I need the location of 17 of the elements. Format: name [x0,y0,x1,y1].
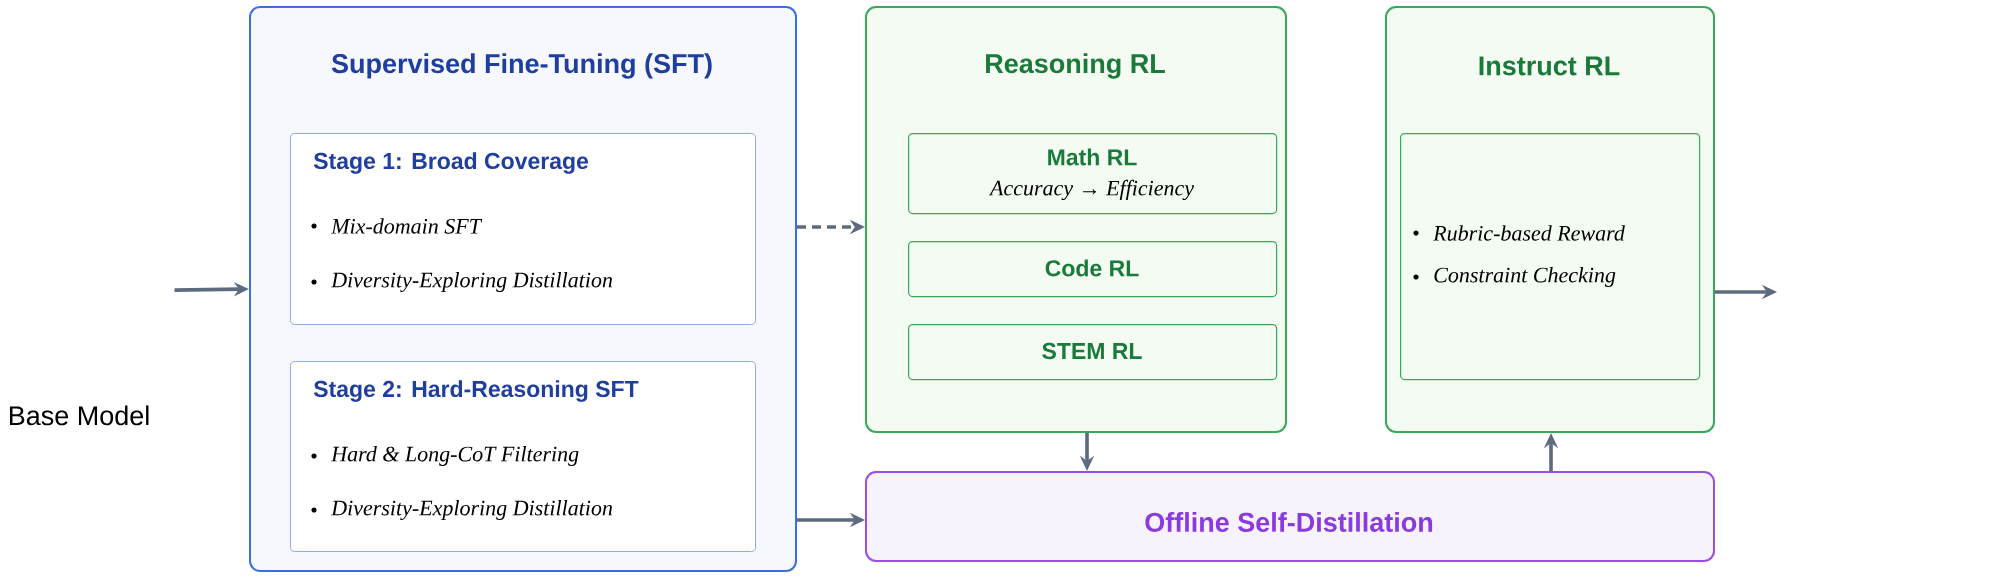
box-title: Math RL [1048,148,1137,166]
bullet-item: Rubric-based Reward [1413,225,1625,241]
box-title: Code RL [1045,259,1139,277]
node-label: Base Model [9,405,149,426]
bullet-item: Hard & Long-CoT Filtering [311,446,579,466]
bullet-item: Diversity-Exploring Distillation [311,500,613,520]
panel-title: Instruct RL [1479,56,1620,76]
stage-heading: Stage 2: Hard-Reasoning SFT [313,380,639,402]
box-subtitle: Accuracy → Efficiency [988,179,1195,201]
bullet-item: Mix-domain SFT [311,218,483,234]
box-title: STEM RL [1042,342,1142,360]
bullet-item: Constraint Checking [1413,267,1616,287]
bullet-item: Diversity-Exploring Distillation [311,272,613,292]
panel-title: Offline Self-Distillation [1145,512,1433,532]
panel-title: Reasoning RL [986,53,1165,79]
stage-heading: Stage 1: Broad Coverage [313,152,589,174]
panel-title: Supervised Fine-Tuning (SFT) [331,53,712,79]
